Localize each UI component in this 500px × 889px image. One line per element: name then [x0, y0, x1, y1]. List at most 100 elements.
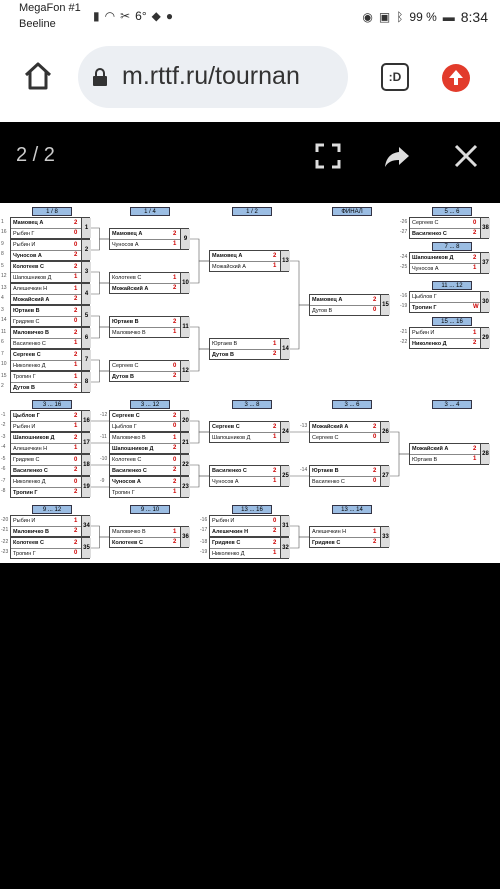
player-name: Василенко С [412, 231, 447, 237]
player-row: Василенко С [11, 338, 81, 348]
fullscreen-icon[interactable] [314, 142, 342, 170]
player-name: Можайский А [13, 297, 50, 303]
player-name: Шапошников Д [112, 446, 154, 452]
seed-label: -12 [100, 412, 108, 418]
player-row: Маловичко В [110, 433, 180, 443]
player-name: Можайский А [312, 424, 349, 430]
match-number: 18 [81, 455, 91, 475]
set-score: 1 [473, 265, 477, 271]
set-score: 1 [273, 478, 277, 484]
set-score: 2 [173, 319, 177, 325]
set-score: 1 [74, 274, 78, 280]
round-header: 3 ... 6 [332, 400, 372, 409]
player-name: Сергеев С [112, 363, 139, 369]
set-score: 2 [473, 446, 477, 452]
player-row: Василенко С [11, 465, 81, 475]
set-score: 2 [273, 540, 277, 546]
seed-label: -21 [400, 329, 408, 335]
seed-label: 4 [1, 295, 4, 301]
match-number: 34 [81, 516, 91, 536]
battery-icon: ▬ [442, 10, 455, 24]
match-number: 36 [180, 527, 190, 547]
player-row: Василенко С [410, 228, 480, 238]
player-name: Николенко Д [13, 363, 46, 369]
player-name: Тропин Г [13, 490, 38, 496]
set-score: 0 [273, 518, 277, 524]
seed-label: -10 [100, 456, 108, 462]
player-row: Юртаев В [410, 454, 480, 464]
home-icon[interactable] [22, 60, 54, 92]
bracket-connector [189, 348, 209, 372]
set-score: 2 [74, 384, 78, 390]
round-header: 1 / 8 [32, 207, 72, 216]
seed-label: -26 [400, 219, 408, 225]
set-score: 0 [74, 230, 78, 236]
player-name: Рыбин И [412, 330, 435, 336]
match-number: 21 [180, 433, 190, 453]
set-score: 1 [173, 435, 177, 441]
round-header: 15 ... 16 [432, 317, 472, 326]
set-score: 2 [74, 220, 78, 226]
battery-percent: 99 % [409, 10, 437, 24]
player-name: Колотеев С [112, 457, 142, 463]
player-name: Николенко Д [412, 341, 447, 347]
player-name: Алешечкин Н [13, 286, 48, 292]
player-name: Тропин Г [112, 490, 135, 496]
update-button[interactable] [442, 64, 470, 92]
round-header: 3 ... 12 [130, 400, 170, 409]
set-score: 0 [74, 318, 78, 324]
player-name: Рыбин И [13, 424, 36, 430]
match-number: 27 [380, 466, 390, 486]
seed-label: 3 [1, 307, 4, 313]
set-score: 1 [74, 518, 78, 524]
seed-label: -20 [1, 517, 9, 523]
set-score: 2 [74, 489, 78, 495]
set-score: 1 [74, 423, 78, 429]
match-number: 28 [480, 444, 490, 464]
match-number: 19 [81, 477, 91, 497]
player-row: Сергеев С [410, 218, 480, 228]
player-row: Алешечкин Н [11, 284, 81, 294]
bracket-connector [189, 464, 209, 477]
tab-switcher-button[interactable]: :D [381, 63, 409, 91]
address-bar[interactable]: m.rttf.ru/tournan [78, 46, 348, 108]
match-number: 15 [380, 295, 390, 315]
player-name: Цыблов Г [13, 413, 40, 419]
temperature: 6° [135, 9, 147, 23]
seed-label: -3 [1, 434, 6, 440]
share-icon[interactable] [383, 142, 411, 170]
player-row: Чуносов А [410, 263, 480, 273]
player-row: Цыблов Г [110, 421, 180, 431]
set-score: 2 [173, 285, 177, 291]
set-score: 1 [173, 529, 177, 535]
set-score: 0 [74, 242, 78, 248]
player-name: Колотеев С [112, 540, 143, 546]
seed-label: -25 [400, 264, 408, 270]
set-score: 0 [173, 457, 177, 463]
player-row: Рыбин Г [11, 228, 81, 238]
set-score: 0 [74, 550, 78, 556]
tools-icon: ✂ [120, 9, 131, 23]
bracket-connector [389, 453, 409, 477]
set-score: 2 [74, 264, 78, 270]
player-row: Цыблов Г [11, 411, 81, 421]
set-score: 0 [373, 434, 377, 440]
set-score: 2 [273, 424, 277, 430]
match-number: 4 [81, 284, 91, 304]
player-name: Колотеев С [112, 275, 142, 281]
set-score: 2 [373, 297, 377, 303]
close-icon[interactable] [452, 142, 480, 170]
match-number: 12 [180, 361, 190, 381]
